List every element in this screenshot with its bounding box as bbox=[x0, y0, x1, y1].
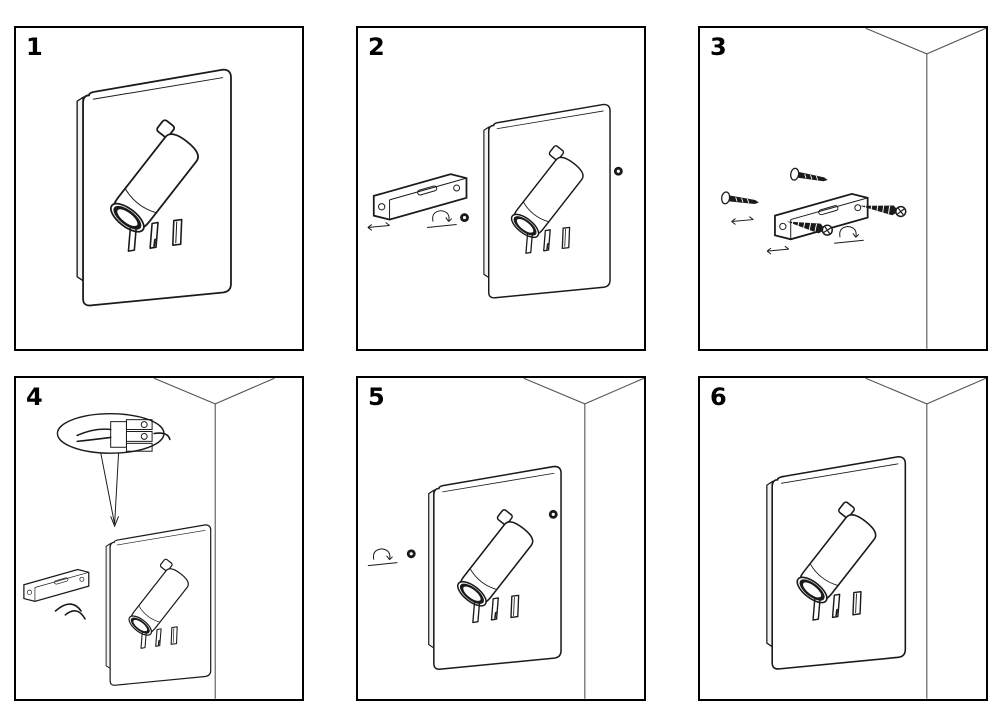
step-panel-5: 5 bbox=[356, 376, 646, 701]
step-panel-2: 2 bbox=[356, 26, 646, 351]
installed-lamp-illustration bbox=[766, 378, 986, 699]
mount-bracket-illustration bbox=[720, 28, 986, 349]
step-panel-4: 4 bbox=[14, 376, 304, 701]
step-number: 1 bbox=[26, 33, 43, 61]
remove-bracket-illustration bbox=[367, 103, 623, 299]
step-number: 6 bbox=[710, 383, 727, 411]
lamp-assembled-illustration bbox=[76, 68, 232, 307]
step-number: 4 bbox=[26, 383, 43, 411]
step-panel-3: 3 bbox=[698, 26, 988, 351]
step-panel-1: 1 bbox=[14, 26, 304, 351]
wiring-illustration bbox=[23, 378, 275, 699]
step-panel-6: 6 bbox=[698, 376, 988, 701]
fasten-lamp-illustration bbox=[367, 378, 644, 699]
step-number: 2 bbox=[368, 33, 385, 61]
step-number: 3 bbox=[710, 33, 727, 61]
step-number: 5 bbox=[368, 383, 385, 411]
